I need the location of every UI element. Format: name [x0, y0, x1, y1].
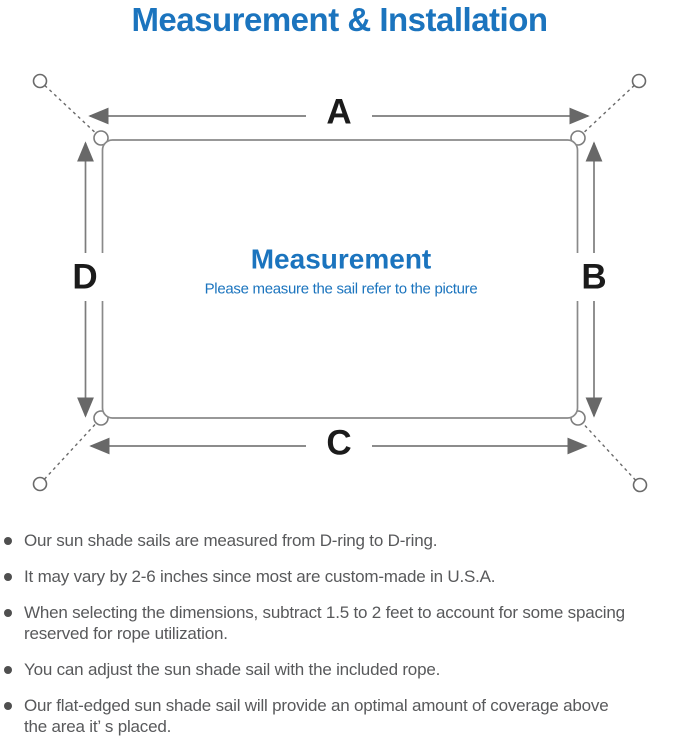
anchor-ring-icon-bottom-left	[32, 476, 48, 492]
bullet-dot-icon	[4, 572, 12, 581]
anchor-ring-icon-top-left	[32, 73, 48, 89]
bullet-dot-icon	[4, 608, 12, 617]
bullet-dot-icon	[4, 536, 12, 545]
note-line: When selecting the dimensions, subtract …	[24, 603, 625, 622]
label-gap-c	[306, 419, 372, 467]
note-line: You can adjust the sun shade sail with t…	[24, 660, 441, 679]
note-line: reserved for rope utilization.	[24, 624, 228, 643]
anchor-ring-icon-top-right	[631, 73, 647, 89]
list-item: When selecting the dimensions, subtract …	[0, 602, 679, 644]
label-gap-b	[567, 253, 622, 301]
center-subtitle: Please measure the sail refer to the pic…	[205, 281, 478, 298]
list-item: It may vary by 2-6 inches since most are…	[0, 566, 679, 587]
dimension-label-c: C	[326, 424, 351, 463]
note-line: It may vary by 2-6 inches since most are…	[24, 567, 496, 586]
measurement-diagram: A C D B Measurement Please measure the s…	[32, 73, 648, 493]
note-line: the area it’ s placed.	[24, 717, 172, 736]
tether-line-top-right	[577, 80, 640, 139]
center-heading: Measurement	[251, 244, 432, 275]
d-ring-icon-top-right	[570, 130, 586, 146]
dimension-label-d: D	[72, 258, 97, 297]
tether-line-bottom-right	[577, 417, 641, 486]
page-title: Measurement & Installation	[131, 1, 548, 38]
list-item: Our sun shade sails are measured from D-…	[0, 530, 679, 551]
bullet-dot-icon	[4, 665, 12, 674]
tether-line-top-left	[39, 80, 102, 139]
anchor-ring-icon-bottom-right	[632, 477, 648, 493]
list-item: You can adjust the sun shade sail with t…	[0, 659, 679, 680]
note-line: Our flat-edged sun shade sail will provi…	[24, 696, 609, 715]
label-gap-d	[57, 253, 113, 301]
d-ring-icon-top-left	[93, 130, 109, 146]
tether-line-bottom-left	[39, 417, 102, 485]
bullet-dot-icon	[4, 701, 12, 710]
dimension-label-a: A	[326, 93, 351, 132]
instruction-notes-list: Our sun shade sails are measured from D-…	[0, 530, 679, 739]
label-gap-a	[306, 89, 372, 139]
note-line: Our sun shade sails are measured from D-…	[24, 531, 438, 550]
list-item: Our flat-edged sun shade sail will provi…	[0, 695, 679, 737]
sail-outline	[101, 139, 579, 419]
dimension-label-b: B	[581, 258, 606, 297]
